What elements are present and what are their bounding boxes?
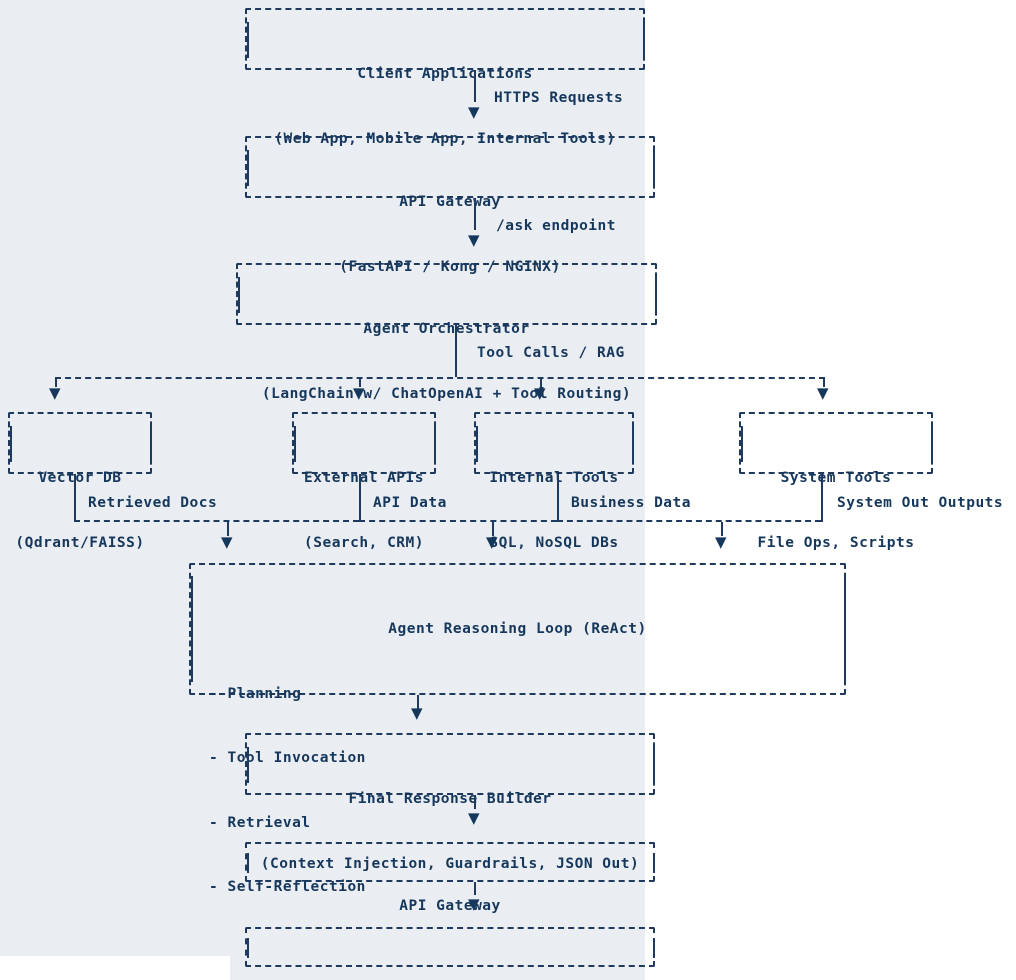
- connector-orchestrator-to-tools: [455, 325, 457, 377]
- edge-label-tool-calls-rag: Tool Calls / RAG: [477, 345, 625, 361]
- api-gateway-bottom-line1: API Gateway: [399, 898, 501, 914]
- node-client-applications-top[interactable]: Client Applications (Web App, Mobile App…: [245, 8, 645, 147]
- system-tools-line2: File Ops, Scripts: [757, 534, 915, 551]
- arrow-down-to-internal-tools: ▼: [534, 384, 546, 402]
- connector-system-tools-down: [821, 474, 823, 490]
- pipe-right-vector-db: [150, 426, 152, 462]
- arrow-down-to-client-bottom: ▼: [468, 895, 480, 913]
- reasoning-loop-title: Agent Reasoning Loop (ReAct): [388, 621, 647, 637]
- pipe-left-system-tools: [741, 426, 743, 462]
- connector-gateway-to-client-bottom: [474, 882, 476, 895]
- pipe-right-client-bottom: [653, 938, 655, 958]
- label-box-retrieved-docs: [74, 490, 359, 522]
- pipe-right-client-top: [643, 22, 645, 58]
- node-vector-db[interactable]: Vector DB (Qdrant/FAISS): [8, 412, 152, 551]
- edge-label-system-out-outputs: System Out Outputs: [837, 495, 1004, 511]
- client-top-line2: (Web App, Mobile App, Internal Tools): [274, 130, 616, 147]
- edge-label-retrieved-docs: Retrieved Docs: [88, 495, 218, 511]
- fanout-stub-system-tools: [823, 377, 825, 387]
- response-builder-line1: Final Response Builder: [348, 791, 552, 807]
- tool-fanout-bus: [55, 377, 825, 381]
- connector-retrieved-docs-to-loop: [227, 522, 229, 536]
- edge-label-https-requests: HTTPS Requests: [494, 90, 624, 106]
- connector-response-builder-to-gateway: [474, 795, 476, 809]
- connector-vector-db-down: [74, 474, 76, 490]
- vector-db-line2: (Qdrant/FAISS): [15, 534, 145, 551]
- api-gateway-top-line1: API Gateway: [399, 194, 501, 210]
- connector-client-to-gateway: [474, 70, 476, 102]
- pipe-right-internal-tools: [632, 426, 634, 462]
- label-box-system-out-outputs: [821, 490, 1011, 522]
- pipe-left-reasoning-loop: [191, 576, 193, 682]
- pipe-right-reasoning-loop: [844, 576, 846, 682]
- orchestrator-line1: Agent Orchestrator: [363, 321, 530, 337]
- node-api-gateway-top[interactable]: API Gateway (FastAPI / Kong / NGINX): [245, 136, 655, 275]
- external-apis-line2: (Search, CRM): [304, 534, 424, 551]
- edge-label-api-data: API Data: [373, 495, 447, 511]
- fanout-stub-vector-db: [55, 377, 57, 387]
- node-final-response-builder[interactable]: Final Response Builder (Context Injectio…: [245, 733, 655, 872]
- connector-gateway-to-orchestrator: [474, 198, 476, 230]
- pipe-right-api-gateway-top: [653, 150, 655, 186]
- pipe-right-system-tools: [931, 426, 933, 462]
- background-panel-left: [0, 0, 645, 956]
- background-panel-bottom: [230, 956, 645, 980]
- pipe-left-orchestrator: [238, 277, 240, 313]
- arrow-down-to-external-apis: ▼: [353, 384, 365, 402]
- vector-db-line1: Vector DB: [38, 470, 122, 486]
- arrow-down-api-data: ▼: [486, 533, 498, 551]
- pipe-left-api-gateway-bottom: [247, 853, 249, 873]
- connector-external-apis-down: [359, 474, 361, 490]
- node-internal-tools[interactable]: Internal Tools SQL, NoSQL DBs: [474, 412, 634, 551]
- node-agent-reasoning-loop[interactable]: Agent Reasoning Loop (ReAct) - Planning …: [189, 563, 846, 895]
- pipe-left-api-gateway-top: [247, 150, 249, 186]
- node-system-tools[interactable]: System Tools File Ops, Scripts: [739, 412, 933, 551]
- fanout-stub-external-apis: [359, 377, 361, 387]
- pipe-left-client-bottom: [247, 938, 249, 958]
- connector-internal-tools-down: [557, 474, 559, 490]
- reasoning-loop-bullet-retrieval: - Retrieval: [209, 814, 311, 831]
- edge-label-business-data: Business Data: [571, 495, 691, 511]
- reasoning-loop-bullet-planning: - Planning: [209, 685, 302, 702]
- node-api-gateway-bottom[interactable]: API Gateway: [245, 842, 655, 914]
- arrow-down-to-vector-db: ▼: [49, 384, 61, 402]
- pipe-left-internal-tools: [476, 426, 478, 462]
- arrow-down-to-orchestrator: ▼: [468, 231, 480, 249]
- node-external-apis[interactable]: External APIs (Search, CRM): [292, 412, 436, 551]
- edge-label-ask-endpoint: /ask endpoint: [496, 218, 616, 234]
- pipe-right-external-apis: [434, 426, 436, 462]
- connector-business-data-to-loop: [721, 522, 723, 536]
- node-client-applications-bottom[interactable]: Client Applications: [245, 927, 655, 967]
- pipe-right-response-builder: [653, 747, 655, 783]
- arrow-down-to-system-tools: ▼: [817, 384, 829, 402]
- pipe-right-orchestrator: [655, 277, 657, 313]
- pipe-left-client-top: [247, 22, 249, 58]
- response-builder-line2: (Context Injection, Guardrails, JSON Out…: [260, 855, 640, 872]
- arrow-down-to-api-gateway-bottom: ▼: [468, 809, 480, 827]
- internal-tools-line1: Internal Tools: [489, 470, 619, 486]
- arrow-down-to-response-builder: ▼: [411, 704, 423, 722]
- connector-api-data-to-loop: [492, 522, 494, 536]
- pipe-left-response-builder: [247, 747, 249, 783]
- external-apis-line1: External APIs: [304, 470, 424, 486]
- client-top-line1: Client Applications: [357, 66, 533, 82]
- arrow-down-retrieved-docs: ▼: [221, 533, 233, 551]
- connector-loop-to-response-builder: [417, 695, 419, 709]
- arrow-down-business-data: ▼: [715, 533, 727, 551]
- pipe-right-api-gateway-bottom: [653, 853, 655, 873]
- system-tools-line1: System Tools: [780, 470, 892, 486]
- fanout-stub-internal-tools: [540, 377, 542, 387]
- label-box-api-data: [359, 490, 557, 522]
- orchestrator-line2: (LangChain w/ ChatOpenAI + Tool Routing): [261, 385, 632, 402]
- reasoning-loop-bullet-self-reflection: - Self-Reflection: [209, 879, 366, 895]
- label-box-business-data: [557, 490, 821, 522]
- arrow-down-to-api-gateway: ▼: [468, 103, 480, 121]
- node-agent-orchestrator[interactable]: Agent Orchestrator (LangChain w/ ChatOpe…: [236, 263, 657, 402]
- api-gateway-top-line2: (FastAPI / Kong / NGINX): [339, 258, 561, 275]
- pipe-left-vector-db: [10, 426, 12, 462]
- internal-tools-line2: SQL, NoSQL DBs: [489, 534, 619, 551]
- pipe-left-external-apis: [294, 426, 296, 462]
